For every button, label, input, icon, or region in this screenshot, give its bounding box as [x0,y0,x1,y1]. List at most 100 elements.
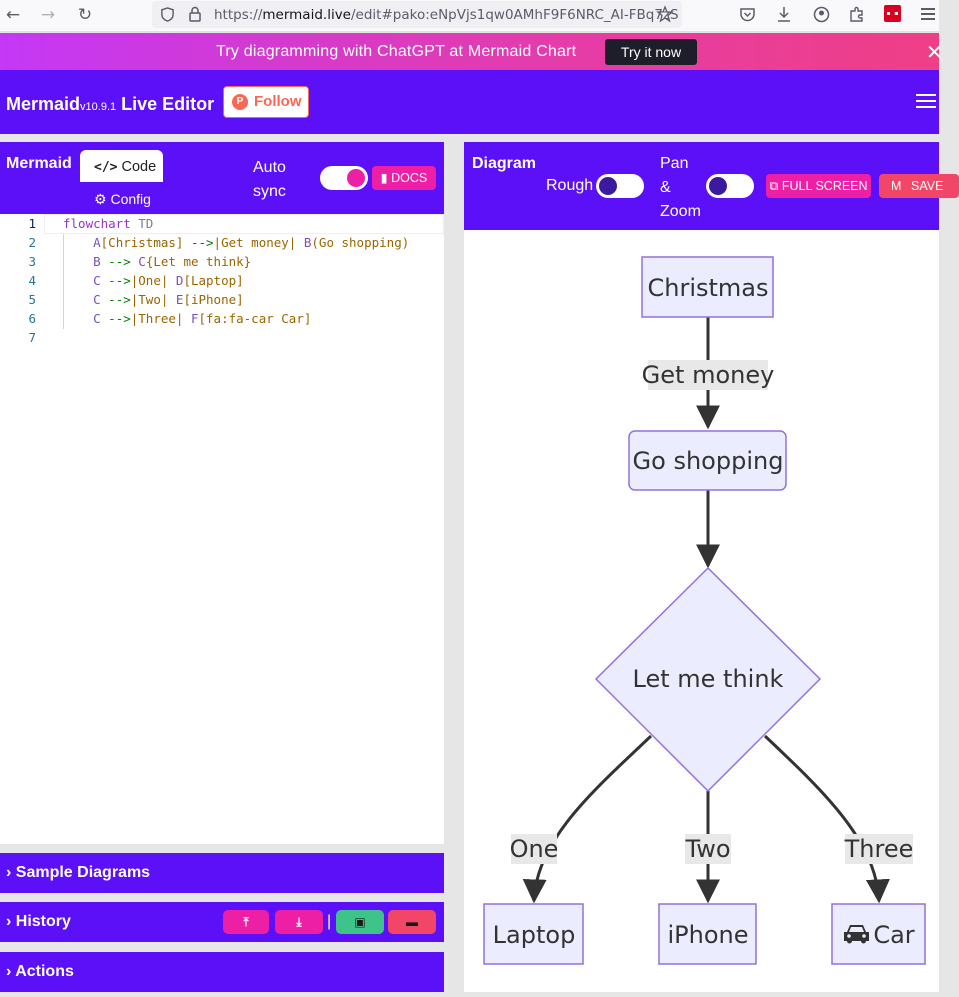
chevron-right-icon: › [6,963,12,980]
brand-subtitle: Live Editor [121,94,215,114]
svg-text:Car: Car [873,921,914,949]
node-laptop[interactable]: Laptop [483,903,584,965]
download-icon: ⤓ [296,915,302,929]
flowchart-svg: Get money One Two Three Christmas Go sho… [483,256,926,965]
browser-toolbar: ← → ↻ https://mermaid.live/edit#pako:eNp… [0,0,939,32]
account-icon[interactable] [813,6,830,23]
line-number: 6 [28,311,36,326]
rough-label: Rough [546,177,594,194]
line-number: 2 [28,235,36,250]
svg-text:Get money: Get money [642,361,775,389]
extensions-icon[interactable] [849,6,865,23]
hamburger-menu-icon[interactable] [916,94,936,110]
shield-icon[interactable] [160,7,175,22]
node-car[interactable]: Car [831,903,926,965]
pan-zoom-label: Pan&Zoom [660,155,701,220]
diagram-canvas[interactable]: Get money One Two Three Christmas Go sho… [464,230,939,992]
sample-diagrams-accordion[interactable]: › Sample Diagrams [0,853,444,893]
rough-toggle[interactable] [596,174,644,198]
edge-c-d [522,734,653,904]
actions-label: Actions [15,963,74,980]
save-history-button[interactable]: ▣ [336,910,384,934]
code-text: A[Christmas] -->|Get money| B(Go shoppin… [93,235,410,250]
code-text: C -->|Two| E[iPhone] [93,292,244,307]
node-go-shopping[interactable]: Go shopping [628,430,787,491]
code-panel: Mermaid </> Code ⚙ Config Auto sync ▮ DO… [0,142,444,844]
brand-name: Mermaid [6,94,81,114]
history-accordion[interactable]: › History ⤒ ⤓ | ▣ ▬ [0,902,444,942]
forward-icon[interactable]: → [40,5,56,25]
docs-button[interactable]: ▮ DOCS [372,166,436,190]
edge-label-two: Two [685,834,731,864]
version-label: v10.9.1 [80,101,117,113]
indent-guide [63,234,64,329]
sample-diagrams-label: Sample Diagrams [15,864,151,881]
pocket-icon[interactable] [739,7,756,23]
code-panel-header: Mermaid </> Code ⚙ Config Auto sync ▮ DO… [0,142,444,214]
external-link-icon: ⧉ [769,179,779,193]
full-screen-button[interactable]: ⧉ FULL SCREEN [766,174,871,198]
svg-text:Christmas: Christmas [647,274,768,302]
code-text: flowchart TD [63,216,154,231]
floppy-icon: ▣ [354,915,366,929]
try-it-now-button[interactable]: Try it now [605,39,697,65]
code-line: 6 C -->|Three| F[fa:fa-car Car] [0,309,444,328]
downloads-icon[interactable] [776,6,792,23]
code-icon: </> [94,160,118,175]
node-iphone[interactable]: iPhone [658,903,757,965]
download-button[interactable]: ⤓ [275,910,323,934]
tab-config[interactable]: ⚙ Config [80,184,160,212]
close-icon[interactable]: ✕ [926,42,943,64]
clear-history-button[interactable]: ▬ [388,910,436,934]
line-number: 3 [28,254,36,269]
gears-icon: ⚙ [94,192,107,208]
line-number: 1 [28,216,36,231]
brand[interactable]: Mermaidv10.9.1 Live Editor [6,94,214,115]
code-line: 4 C -->|One| D[Laptop] [0,271,444,290]
docs-label: DOCS [391,171,428,185]
save-label: SAVE [911,179,944,193]
address-bar[interactable]: https://mermaid.live/edit#pako:eNpVjs1qw… [152,1,682,28]
full-screen-label: FULL SCREEN [781,179,868,193]
svg-text:One: One [510,835,559,863]
follow-button[interactable]: P Follow [223,86,309,118]
pan-zoom-toggle[interactable] [706,174,754,198]
save-button[interactable]: M SAVE [879,174,959,198]
code-editor[interactable]: 1 flowchart TD 2 A[Christmas] -->|Get mo… [0,214,444,844]
node-christmas[interactable]: Christmas [641,256,774,318]
line-number: 5 [28,292,36,307]
line-number: 7 [28,330,36,345]
svg-text:Go shopping: Go shopping [633,447,784,475]
lock-icon[interactable] [188,6,202,22]
diagram-panel-header: Diagram Rough Pan&Zoom ⧉ FULL SCREEN M S… [464,142,959,230]
promo-text: Try diagramming with ChatGPT at Mermaid … [216,43,577,60]
trash-icon: ▬ [406,915,418,929]
upload-button[interactable]: ⤒ [223,910,269,934]
mermaid-chart-icon: M [891,179,902,193]
extension-badge-icon[interactable] [884,5,901,22]
edge-label-three: Three [844,834,914,864]
actions-accordion[interactable]: › Actions [0,952,444,992]
current-line-highlight [44,214,444,234]
reload-icon[interactable]: ↻ [77,5,93,25]
app-menu-icon[interactable] [921,8,935,20]
edge-c-f [763,734,890,904]
svg-text:Three: Three [844,835,914,863]
code-text: C -->|Three| F[fa:fa-car Car] [93,311,312,326]
svg-text:Let me think: Let me think [633,665,784,693]
node-let-me-think[interactable]: Let me think [594,566,822,793]
tab-code[interactable]: </> Code [80,150,163,182]
auto-sync-label: Auto sync [253,159,286,200]
code-line: 5 C -->|Two| E[iPhone] [0,290,444,309]
history-label: History [15,913,71,930]
tab-code-label: Code [121,159,157,175]
code-line: 7 [0,328,444,347]
code-panel-title: Mermaid [6,155,72,172]
back-icon[interactable]: ← [5,5,21,25]
chevron-right-icon: › [6,913,12,930]
bookmark-star-icon[interactable] [656,5,674,23]
code-text: B --> C{Let me think} [93,254,252,269]
auto-sync-toggle[interactable] [320,166,368,190]
line-number: 4 [28,273,36,288]
upload-icon: ⤒ [243,915,249,929]
